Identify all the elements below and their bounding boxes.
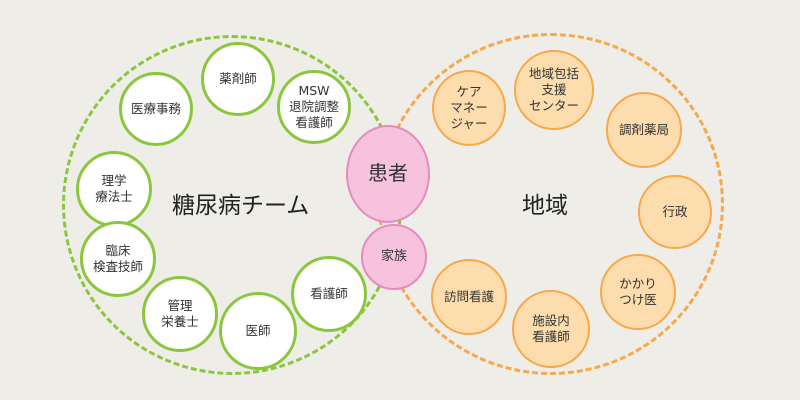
team-member-msw: MSW 退院調整 看護師: [277, 70, 351, 144]
region-member-facility-nurse: 施設内 看護師: [512, 290, 590, 368]
region-member-family-doctor: かかり つけ医: [600, 254, 676, 330]
region-member-pharmacy: 調剤薬局: [606, 92, 682, 168]
team-member-nurse: 看護師: [291, 256, 367, 332]
team-member-physical-therapist: 理学 療法士: [76, 151, 152, 227]
region-member-visiting-nurse: 訪問看護: [431, 259, 507, 335]
region-member-care-manager: ケア マネー ジャー: [432, 70, 506, 146]
team-member-pharmacist: 薬剤師: [201, 42, 275, 116]
community-label: 地域: [522, 193, 568, 219]
team-member-dietitian: 管理 栄養士: [142, 276, 218, 352]
team-member-doctor: 医師: [219, 292, 297, 370]
team-member-lab-technician: 臨床 検査技師: [80, 221, 156, 297]
patient-node: 患者: [346, 125, 430, 223]
family-node: 家族: [361, 224, 427, 290]
diabetes-team-label: 糖尿病チーム: [172, 193, 310, 219]
region-member-administration: 行政: [638, 175, 712, 249]
region-member-support-center: 地域包括 支援 センター: [514, 50, 594, 130]
team-member-clerk: 医療事務: [119, 72, 193, 146]
